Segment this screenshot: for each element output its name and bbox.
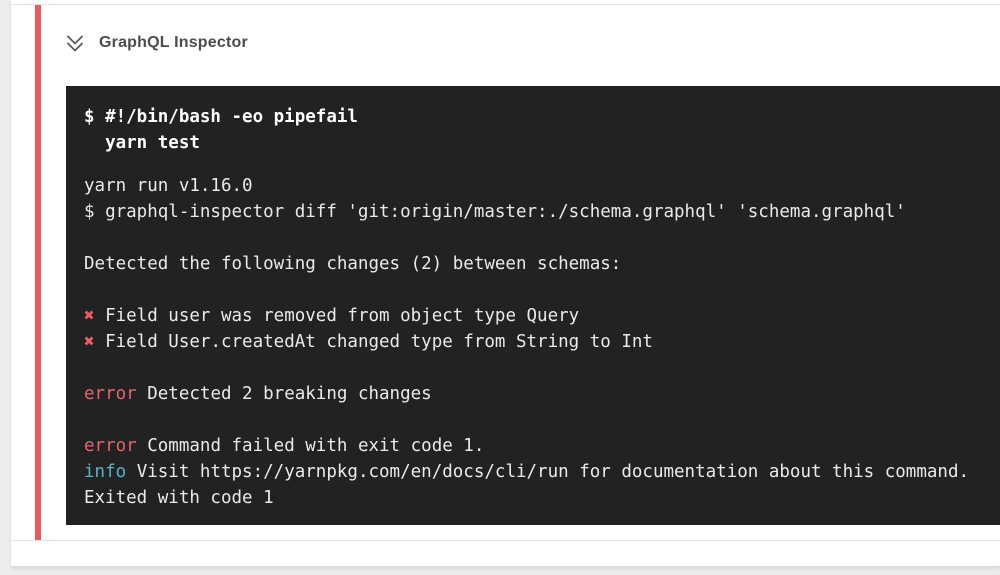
failed-step-section: GraphQL Inspector $ #!/bin/bash -eo pipe… [11,4,1000,541]
terminal-text: Exited with code 1 [84,488,274,508]
terminal-line [84,225,984,251]
terminal-line: ✖ Field User.createdAt changed type from… [84,329,984,355]
terminal-line: error Detected 2 breaking changes [84,381,984,407]
terminal-text: Command failed with exit code 1. [136,436,485,456]
terminal-line: info Visit https://yarnpkg.com/en/docs/c… [84,459,984,485]
terminal-command-line: $ #!/bin/bash -eo pipefail [84,107,358,127]
terminal-line: ✖ Field user was removed from object typ… [84,303,984,329]
terminal-line [84,355,984,381]
terminal-line [84,407,984,433]
terminal-text: Field User.createdAt changed type from S… [94,332,653,352]
terminal-line: $ graphql-inspector diff 'git:origin/mas… [84,199,984,225]
terminal-line: yarn run v1.16.0 [84,173,984,199]
terminal-line: Detected the following changes (2) betwe… [84,251,984,277]
content-panel: GraphQL Inspector $ #!/bin/bash -eo pipe… [11,0,1000,567]
terminal-command-block: $ #!/bin/bash -eo pipefail yarn test [84,104,984,156]
terminal-output-block: yarn run v1.16.0 $ graphql-inspector diff… [84,173,984,511]
step-title: GraphQL Inspector [99,34,248,51]
terminal-text: Field user was removed from object type … [94,306,580,326]
chevrons-down-icon[interactable] [63,30,87,56]
terminal-text: Detected 2 breaking changes [136,384,432,404]
terminal-text: $ graphql-inspector diff 'git:origin/mas… [84,202,906,222]
cross-red-text: ✖ [84,332,95,352]
terminal-output: $ #!/bin/bash -eo pipefail yarn test yar… [66,86,1000,525]
terminal-line: Exited with code 1 [84,485,984,511]
error-red-text: error [84,384,137,404]
terminal-text: Detected the following changes (2) betwe… [84,254,622,274]
terminal-line [84,277,984,303]
step-status-stripe [35,5,41,540]
info-cyan-text: info [84,462,127,482]
terminal-line: error Command failed with exit code 1. [84,433,984,459]
terminal-text: Visit https://yarnpkg.com/en/docs/cli/ru… [126,462,970,482]
step-header[interactable]: GraphQL Inspector [63,29,248,57]
error-red-text: error [84,436,137,456]
cross-red-text: ✖ [84,306,95,326]
terminal-command-line: yarn test [84,133,200,153]
terminal-text: yarn run v1.16.0 [84,176,253,196]
